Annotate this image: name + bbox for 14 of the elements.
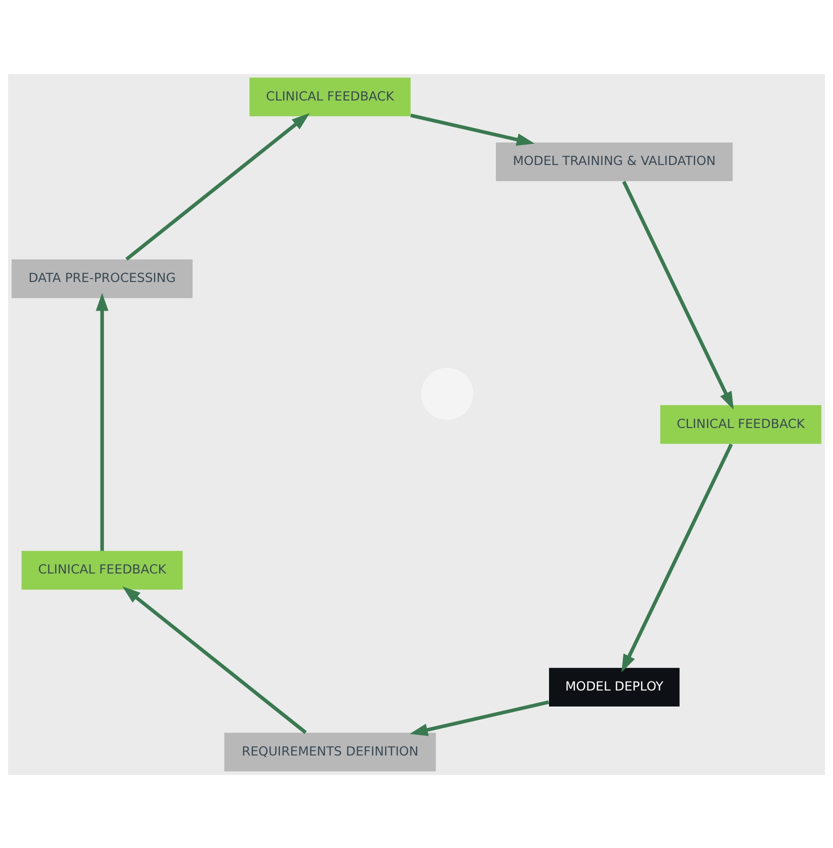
node-box: MODEL TRAINING & VALIDATION	[496, 142, 733, 181]
arrow	[122, 586, 307, 734]
arrow	[125, 112, 310, 260]
node-box: DATA PRE-PROCESSING	[12, 258, 193, 298]
node-box: CLINICAL FEEDBACK	[249, 77, 411, 116]
node-box: MODEL DEPLOY	[549, 667, 680, 706]
node-box: REQUIREMENTS DEFINITION	[224, 732, 436, 771]
node-box: CLINICAL FEEDBACK	[22, 550, 183, 590]
node-box: CLINICAL FEEDBACK	[660, 404, 822, 444]
arrow	[622, 180, 734, 410]
arrow	[621, 442, 733, 672]
arrow	[410, 700, 550, 736]
arrow	[410, 113, 535, 146]
arrow	[96, 292, 108, 550]
